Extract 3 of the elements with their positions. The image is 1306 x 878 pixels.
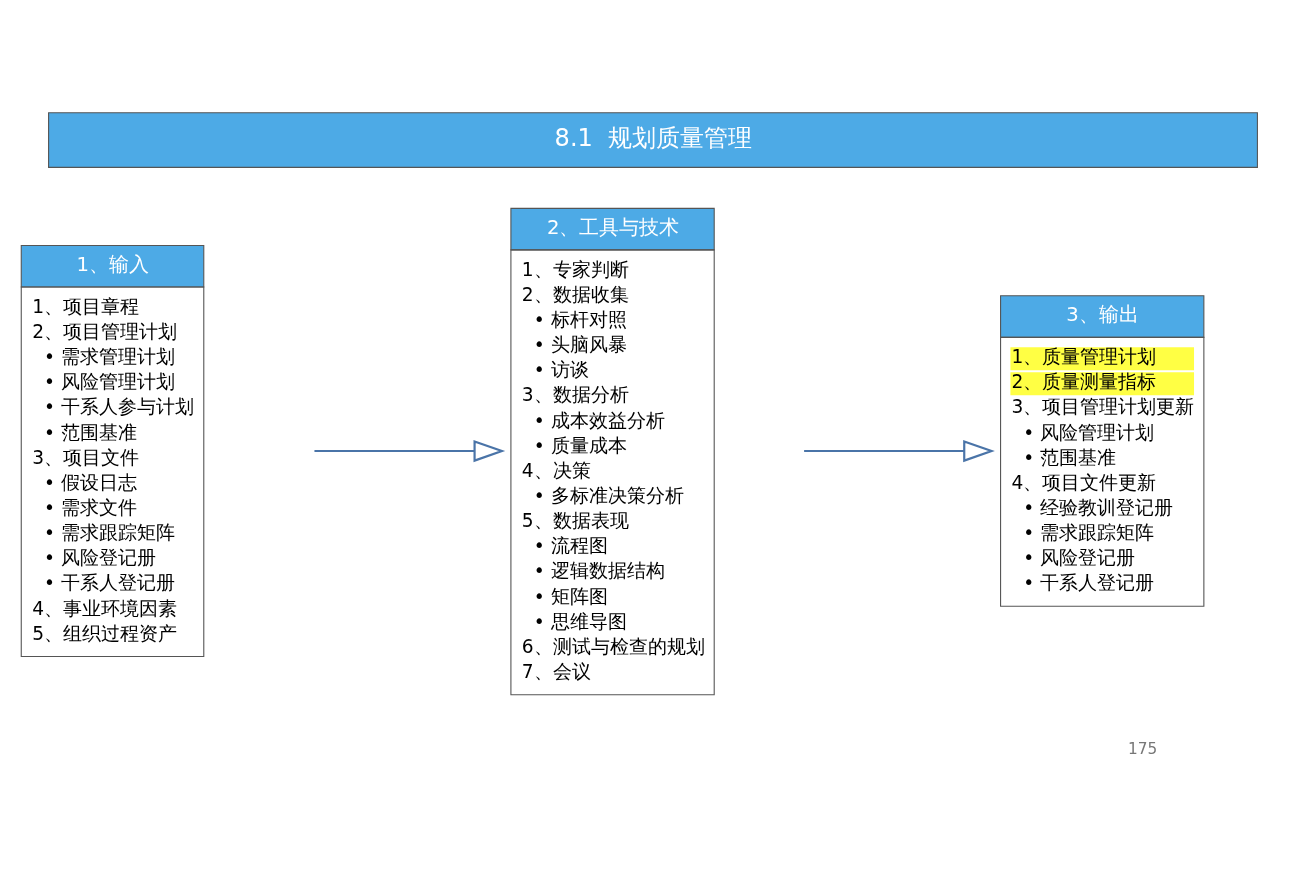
label: 175 bbox=[1128, 740, 1158, 758]
arrow bbox=[314, 439, 506, 463]
arrow bbox=[804, 439, 995, 463]
